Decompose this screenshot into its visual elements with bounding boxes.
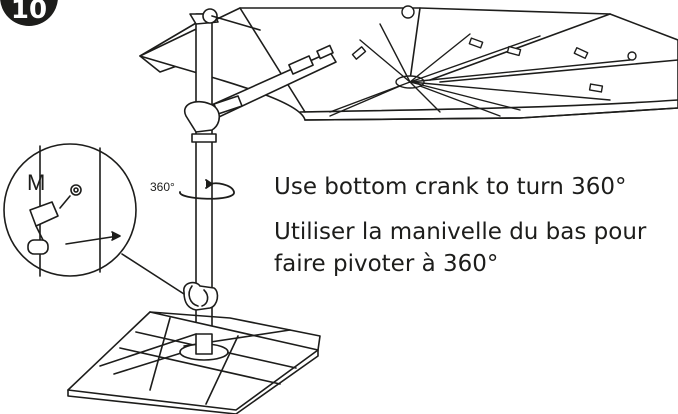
rotation-arrow [179,179,235,200]
instruction-english: Use bottom crank to turn 360° [274,174,627,200]
part-label: M [27,170,46,195]
cross-base [67,311,321,414]
instruction-french: Utiliser la manivelle du bas pour faire … [274,219,647,277]
detail-callout [3,143,185,295]
rotation-angle-label: 360° [150,180,175,194]
canopy-ribs [329,5,637,117]
bottom-crank [183,281,219,311]
step-number-badge: 10 [0,0,58,26]
canopy [139,7,678,121]
